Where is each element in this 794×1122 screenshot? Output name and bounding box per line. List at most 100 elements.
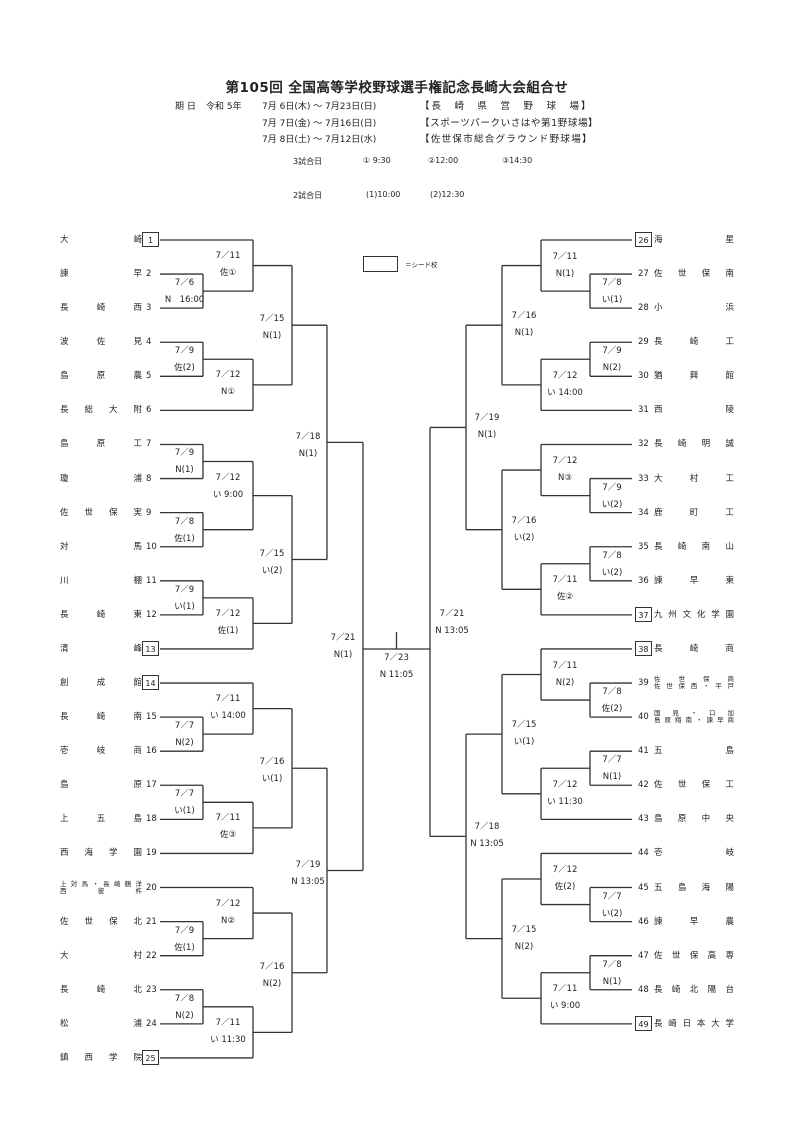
team-number: 45: [638, 882, 649, 893]
match-venue: い(2): [261, 565, 283, 576]
team-name-char: 工: [725, 780, 734, 791]
team-name-char: 高: [707, 950, 717, 961]
team-name-char: 南: [685, 716, 693, 725]
team-name: 五島海陽: [654, 881, 734, 895]
team-name: 長崎工: [654, 335, 734, 349]
team-name-char: 松: [60, 1018, 69, 1029]
match-venue: N③: [558, 473, 572, 484]
team-number: 41: [638, 746, 649, 757]
team-name-char: 鎮: [60, 1052, 69, 1063]
team-name-char: 実: [133, 507, 142, 518]
team-name-char: 上: [60, 879, 67, 888]
match-venue: 佐①: [219, 268, 237, 278]
team-name-char: 西: [84, 1052, 93, 1063]
team-name-char: 保: [703, 675, 710, 684]
match-venue: N(1): [262, 331, 282, 342]
match-date: 7／12: [552, 370, 578, 381]
team-name-char: 峰: [133, 643, 142, 654]
match-venue: 佐(2): [601, 704, 623, 715]
match-date: 7／11: [552, 575, 578, 586]
seed-number-box: 25: [142, 1049, 159, 1065]
team-name-char: 原: [96, 371, 106, 382]
team-name-char: 長: [654, 439, 663, 450]
team-name-char: 日: [682, 1018, 692, 1029]
team-name-char: 原: [664, 716, 672, 725]
team-number: 21: [146, 916, 157, 927]
team-name: 諫早: [60, 267, 142, 281]
team-name-char: 原: [677, 814, 687, 825]
match-date: 7／21: [330, 633, 356, 644]
match-venue: N(2): [555, 677, 575, 688]
team-name-char: 佐: [60, 507, 69, 518]
team-name-char: 商: [727, 675, 735, 684]
match-venue: い(2): [513, 532, 535, 543]
team-number: 31: [638, 405, 649, 416]
team-name-char: 南: [133, 712, 142, 723]
match-venue: N 13:05: [291, 877, 325, 888]
team-name-char: 山: [725, 541, 734, 552]
team-name-char: 原: [96, 439, 106, 450]
match-date: 7／11: [215, 251, 241, 261]
team-name-char: 村: [689, 473, 699, 484]
match-date: 7／15: [511, 924, 537, 935]
team-name: 長総大附: [60, 403, 142, 417]
team-name-char: 波: [60, 337, 69, 348]
team-name-char: 島: [677, 882, 687, 893]
team-name-char: 東: [725, 575, 734, 586]
team-name: 長崎北陽台: [654, 983, 734, 997]
team-number: 11: [146, 575, 157, 586]
three-game-slot-2: ②12:00: [428, 156, 459, 165]
match-date: 7／8: [602, 687, 622, 698]
seed-legend-box: [363, 256, 398, 272]
team-name: 佐世保高専: [654, 949, 734, 963]
team-name-char: 保: [689, 950, 699, 961]
match-date: 7／8: [602, 550, 622, 561]
team-name: 佐世保北: [60, 915, 142, 929]
team-name: 九州文化学園: [654, 608, 734, 622]
team-name-char: 世: [677, 780, 687, 791]
team-name-char: 対: [60, 541, 69, 552]
team-name-char: 加: [727, 709, 735, 718]
match-date: 7／12: [215, 472, 241, 483]
team-name-char: 長: [60, 984, 69, 995]
team-name-char: 浦: [133, 473, 142, 484]
match-venue: N(2): [175, 1010, 194, 1021]
team-number: 15: [146, 712, 157, 723]
team-name-char: 崎: [668, 1018, 677, 1029]
match-date: 7／18: [295, 432, 321, 443]
team-number: 23: [146, 984, 157, 995]
match-venue: 佐(1): [174, 942, 195, 953]
team-name-char: 崎: [96, 712, 106, 723]
team-name-char: 世: [678, 675, 686, 684]
team-name: 西海学園: [60, 846, 142, 860]
team-name: 長崎西: [60, 301, 142, 315]
match-venue: N(1): [602, 976, 622, 987]
team-name-char: 園: [133, 848, 142, 859]
team-name-line: 佐世保商: [654, 676, 734, 683]
match-date: 7／9: [602, 346, 622, 357]
team-name: 島原工: [60, 437, 142, 451]
match-venue: 佐(2): [554, 882, 576, 892]
two-game-slot-2: (2)12:30: [430, 190, 465, 199]
